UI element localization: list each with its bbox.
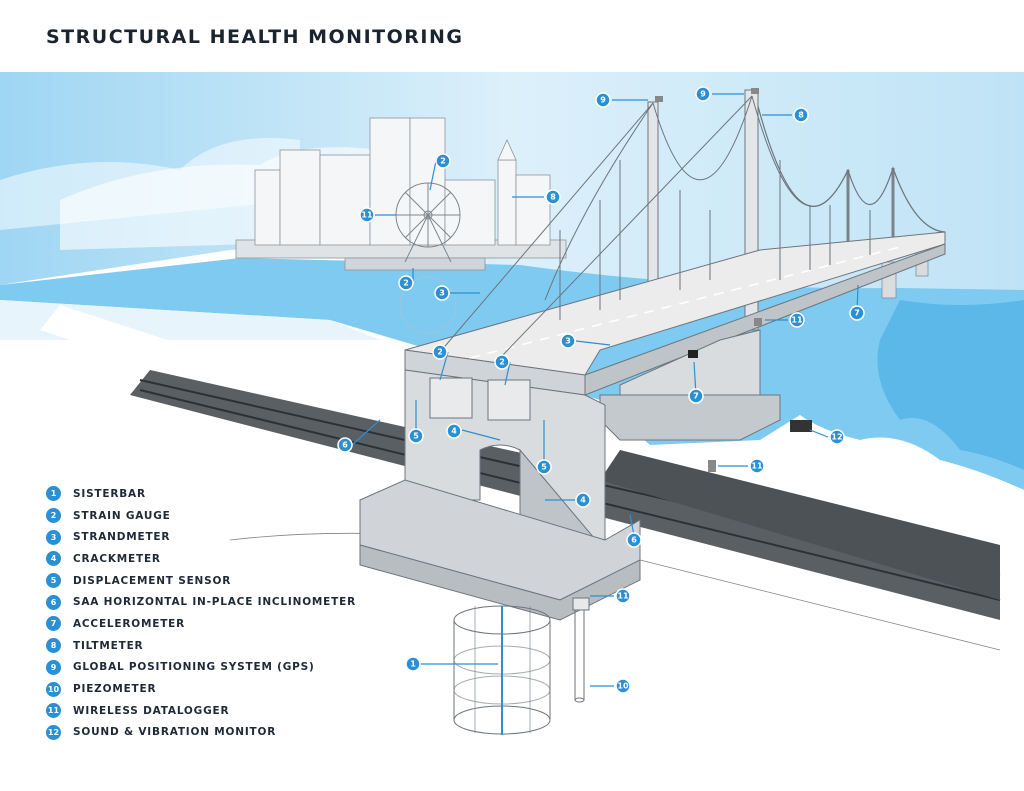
svg-text:4: 4 [580, 496, 586, 505]
callout-8-clocktower: 8 [545, 189, 561, 205]
callout-7-far: 7 [849, 305, 865, 321]
svg-text:11: 11 [361, 211, 373, 220]
legend-item: 11 WIRELESS DATALOGGER [46, 700, 376, 722]
legend-label: GLOBAL POSITIONING SYSTEM (GPS) [73, 661, 315, 674]
svg-text:12: 12 [831, 433, 842, 442]
svg-text:6: 6 [342, 441, 348, 450]
svg-text:8: 8 [550, 193, 556, 202]
svg-text:11: 11 [751, 462, 763, 471]
legend-label: ACCELEROMETER [73, 617, 186, 630]
callout-10: 10 [615, 678, 631, 694]
legend-number-badge: 3 [46, 529, 61, 545]
svg-text:4: 4 [451, 427, 457, 436]
svg-text:9: 9 [600, 96, 606, 105]
sensor-equipment [655, 88, 812, 472]
legend-label: STRAIN GAUGE [73, 509, 171, 522]
svg-text:3: 3 [565, 337, 571, 346]
callout-3-wheel: 3 [434, 285, 450, 301]
callout-5-right: 5 [536, 459, 552, 475]
callout-11-rail: 11 [749, 458, 765, 474]
callout-leaders [351, 93, 859, 687]
callout-markers: 9 9 8 2 8 11 2 3 3 2 2 5 4 5 6 4 6 11 10… [337, 86, 865, 694]
callout-11-wheel: 11 [359, 207, 375, 223]
svg-text:7: 7 [693, 392, 699, 401]
callout-6-right: 6 [626, 532, 642, 548]
legend-label: SAA HORIZONTAL IN-PLACE INCLINOMETER [73, 596, 356, 609]
svg-text:1: 1 [410, 660, 416, 669]
legend-number-badge: 5 [46, 573, 61, 589]
svg-text:5: 5 [413, 432, 419, 441]
callout-3-deck: 3 [560, 333, 576, 349]
legend-item: 8 TILTMETER [46, 635, 376, 657]
callout-8-tower: 8 [793, 107, 809, 123]
legend-number-badge: 11 [46, 703, 61, 719]
callout-2-deck-left: 2 [432, 344, 448, 360]
legend-number-badge: 10 [46, 681, 61, 697]
piezometer-well [572, 597, 590, 703]
legend-item: 9 GLOBAL POSITIONING SYSTEM (GPS) [46, 657, 376, 679]
svg-text:5: 5 [541, 463, 547, 472]
callout-2-wheel: 2 [398, 275, 414, 291]
legend-number-badge: 4 [46, 551, 61, 567]
page-title: STRUCTURAL HEALTH MONITORING [46, 26, 464, 48]
city-skyline [235, 117, 567, 271]
legend-number-badge: 8 [46, 638, 61, 654]
callout-9-left: 9 [595, 92, 611, 108]
callout-11-deck: 11 [789, 312, 805, 328]
svg-text:8: 8 [798, 111, 804, 120]
bridge-piers [359, 329, 781, 621]
legend-item: 7 ACCELEROMETER [46, 613, 376, 635]
legend-item: 4 CRACKMETER [46, 548, 376, 570]
legend-number-badge: 7 [46, 616, 61, 632]
legend-number-badge: 1 [46, 486, 61, 502]
callout-12: 12 [829, 429, 845, 445]
svg-text:3: 3 [439, 289, 445, 298]
callout-2-deck-right: 2 [494, 354, 510, 370]
svg-text:2: 2 [437, 348, 443, 357]
legend-item: 5 DISPLACEMENT SENSOR [46, 570, 376, 592]
legend-label: PIEZOMETER [73, 683, 157, 696]
svg-text:9: 9 [700, 90, 706, 99]
callout-6-left: 6 [337, 437, 353, 453]
svg-text:2: 2 [499, 358, 505, 367]
legend-number-badge: 12 [46, 724, 61, 740]
ferris-wheel [395, 182, 461, 334]
svg-text:11: 11 [617, 592, 629, 601]
svg-text:10: 10 [617, 682, 629, 691]
svg-text:6: 6 [631, 536, 637, 545]
callout-2-city: 2 [435, 153, 451, 169]
legend-label: SOUND & VIBRATION MONITOR [73, 726, 277, 739]
legend-label: WIRELESS DATALOGGER [73, 704, 230, 717]
callout-11-pier: 11 [615, 588, 631, 604]
svg-text:11: 11 [791, 316, 803, 325]
legend-item: 12 SOUND & VIBRATION MONITOR [46, 722, 376, 744]
svg-text:7: 7 [854, 309, 860, 318]
legend-label: SISTERBAR [73, 487, 146, 500]
legend-number-badge: 9 [46, 659, 61, 675]
legend-label: STRANDMETER [73, 531, 171, 544]
legend-label: DISPLACEMENT SENSOR [73, 574, 232, 587]
legend-number-badge: 2 [46, 508, 61, 524]
callout-1: 1 [405, 656, 421, 672]
suspension-cables [439, 95, 871, 359]
callout-4-lower: 4 [575, 492, 591, 508]
callout-5-left: 5 [408, 428, 424, 444]
legend-item: 2 STRAIN GAUGE [46, 505, 376, 527]
svg-text:2: 2 [403, 279, 409, 288]
legend-item: 3 STRANDMETER [46, 526, 376, 548]
foundation-caisson [453, 605, 551, 735]
legend-label: CRACKMETER [73, 552, 161, 565]
legend-label: TILTMETER [73, 639, 144, 652]
legend-item: 6 SAA HORIZONTAL IN-PLACE INCLINOMETER [46, 591, 376, 613]
callout-9-right: 9 [695, 86, 711, 102]
callout-7-pier: 7 [688, 388, 704, 404]
callout-4-upper: 4 [446, 423, 462, 439]
legend-item: 1 SISTERBAR [46, 483, 376, 505]
legend-number-badge: 6 [46, 594, 61, 610]
svg-text:2: 2 [440, 157, 446, 166]
legend-item: 10 PIEZOMETER [46, 678, 376, 700]
